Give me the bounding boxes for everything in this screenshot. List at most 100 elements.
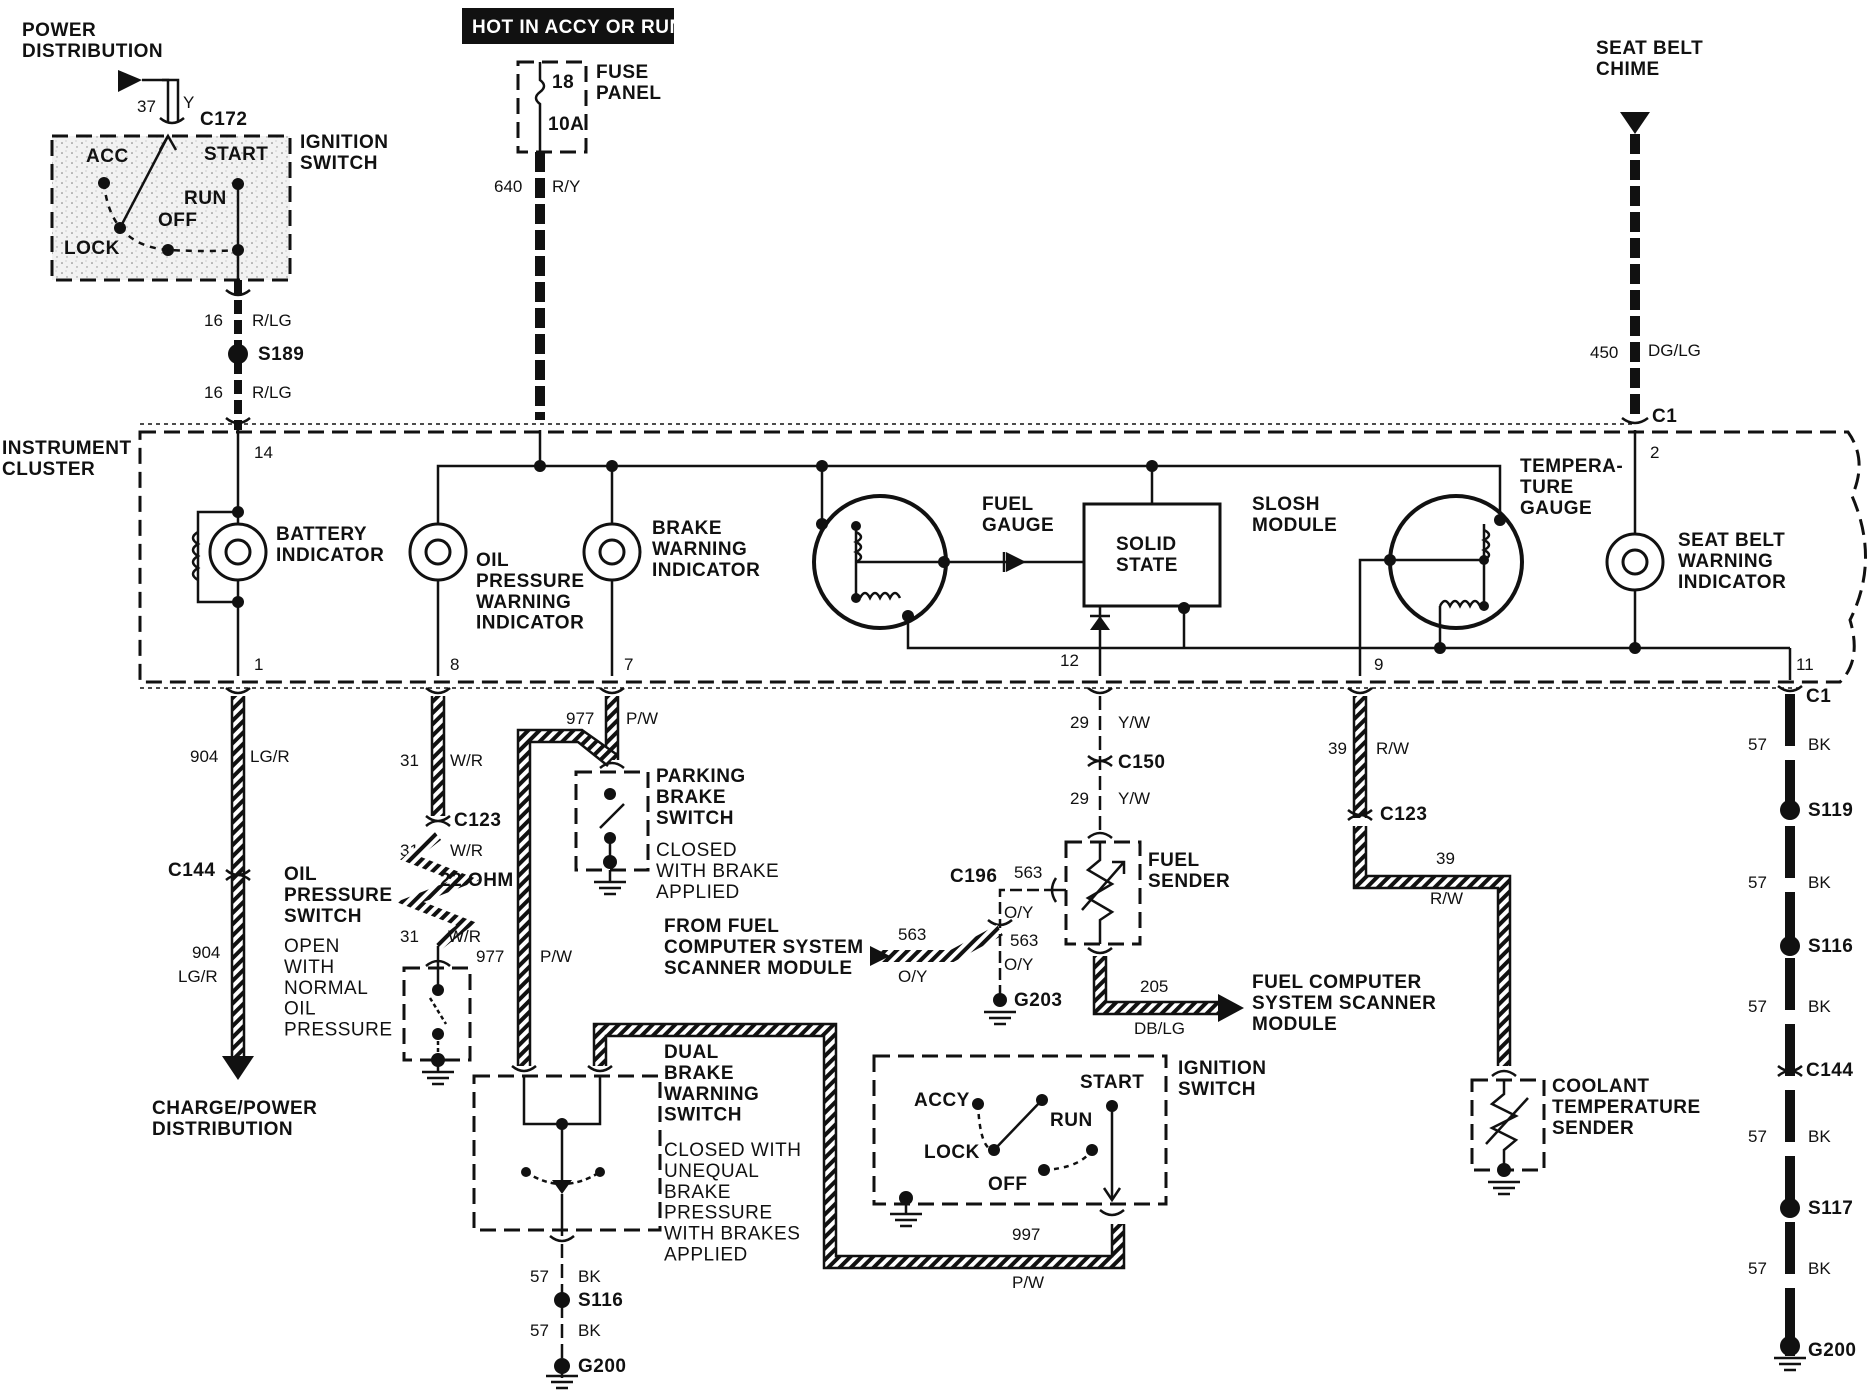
g200-right-ground-icon (1774, 1356, 1806, 1372)
wire-29a-color: Y/W (1118, 713, 1150, 732)
wire-37-number: 37 (137, 97, 156, 116)
c144-right-connector-icon (1777, 1065, 1803, 1077)
fuse-icon (534, 62, 546, 152)
battery-coil-icon (191, 530, 201, 582)
pin-9-label: 9 (1374, 655, 1383, 674)
wire-39a-number: 39 (1328, 739, 1347, 758)
parking-brake-switch-box (574, 770, 650, 872)
ign-bottom-contact-arm (993, 1099, 1043, 1151)
wire-57g-number: 57 (1748, 1259, 1767, 1278)
fuse-panel-box (516, 60, 588, 154)
wire-29b-number: 29 (1070, 789, 1089, 808)
resistor-22-ohm-icon (396, 832, 480, 950)
wire-39b-color: R/W (1430, 889, 1463, 908)
wire-450-color: DG/LG (1648, 341, 1701, 360)
s117-label: S117 (1808, 1198, 1853, 1219)
wire-904-color: LG/R (250, 747, 290, 766)
g203-ground-icon (984, 1010, 1016, 1026)
resistor-label: 22 OHM (440, 870, 514, 891)
wire-640-color: R/Y (552, 177, 580, 196)
fuel-computer-arrow-icon (1218, 994, 1244, 1022)
ign-bottom-start-label: START (1080, 1072, 1144, 1093)
solid-state-diode-icon (1090, 616, 1110, 630)
wire-57a-color: BK (578, 1267, 601, 1286)
wire-57a-number: 57 (530, 1267, 549, 1286)
wire-977a-number: 977 (566, 709, 594, 728)
s116-right-splice (1780, 936, 1800, 956)
s119-label: S119 (1808, 800, 1853, 821)
pin-8-label: 8 (450, 655, 459, 674)
wire-31a-number: 31 (400, 751, 419, 770)
wire-16a-number: 16 (204, 311, 223, 330)
pin-7-label: 7 (624, 655, 633, 674)
wire-57c-number: 57 (1748, 735, 1767, 754)
power-arrow-icon (118, 70, 142, 92)
wire-31c-number: 31 (400, 927, 419, 946)
wire-31a-color: W/R (450, 751, 483, 770)
ign-bottom-accy-label: ACCY (914, 1090, 970, 1111)
wire-563c-color: O/Y (1004, 955, 1033, 974)
wire-39b-number: 39 (1436, 849, 1455, 868)
wire-57d-number: 57 (1748, 873, 1767, 892)
wire-205-color: DB/LG (1134, 1019, 1185, 1038)
parking-brake-ground-icon (594, 870, 626, 896)
wire-563c-number: 563 (898, 925, 926, 944)
ign-lock-label: LOCK (64, 238, 120, 259)
wire-57g-color: BK (1808, 1259, 1831, 1278)
pin-2-label: 2 (1650, 443, 1659, 462)
fuse-amp: 10A (548, 114, 584, 135)
c144-left-label: C144 (168, 860, 215, 881)
c144-right-label: C144 (1806, 1060, 1853, 1081)
wire-57e-number: 57 (1748, 997, 1767, 1016)
right-ground-chain: C1 57 BK S119 57 BK S116 57 BK C144 57 B… (1748, 685, 1856, 1372)
wire-16b-number: 16 (204, 383, 223, 402)
g200-ground-icon (546, 1374, 578, 1390)
chime-arrow-icon (1620, 112, 1650, 134)
wire-29b-color: Y/W (1118, 789, 1150, 808)
ign-acc-label: ACC (86, 146, 129, 167)
wire-57d-color: BK (1808, 873, 1831, 892)
fuse-number: 18 (552, 72, 574, 93)
wire-31b-color: W/R (450, 841, 483, 860)
wire-997-color: P/W (1012, 1273, 1044, 1292)
solid-state-box (1082, 502, 1222, 608)
ign-off-label: OFF (158, 210, 198, 231)
wire-29a-number: 29 (1070, 713, 1089, 732)
instrument-cluster-box (138, 430, 1867, 684)
c123-left-connector-icon (425, 815, 451, 827)
c172-connector-icon (159, 117, 185, 125)
wire-977b-color: P/W (540, 947, 572, 966)
wire-563a-number: 563 (1014, 863, 1042, 882)
c144-left-connector-icon (225, 869, 251, 881)
s119-splice (1780, 800, 1800, 820)
s116-bottom-splice (554, 1292, 570, 1308)
wire-563b-color: O/Y (1004, 903, 1033, 922)
c123-left-label: C123 (454, 810, 501, 831)
pin-1-label: 1 (254, 655, 263, 674)
c123-right-connector-icon (1347, 809, 1373, 821)
g200-label: G200 (578, 1356, 626, 1377)
ign-bottom-run-label: RUN (1050, 1110, 1093, 1131)
wire-977a-color: P/W (626, 709, 658, 728)
c150-label: C150 (1118, 752, 1165, 773)
g200-right-label: G200 (1808, 1340, 1856, 1361)
